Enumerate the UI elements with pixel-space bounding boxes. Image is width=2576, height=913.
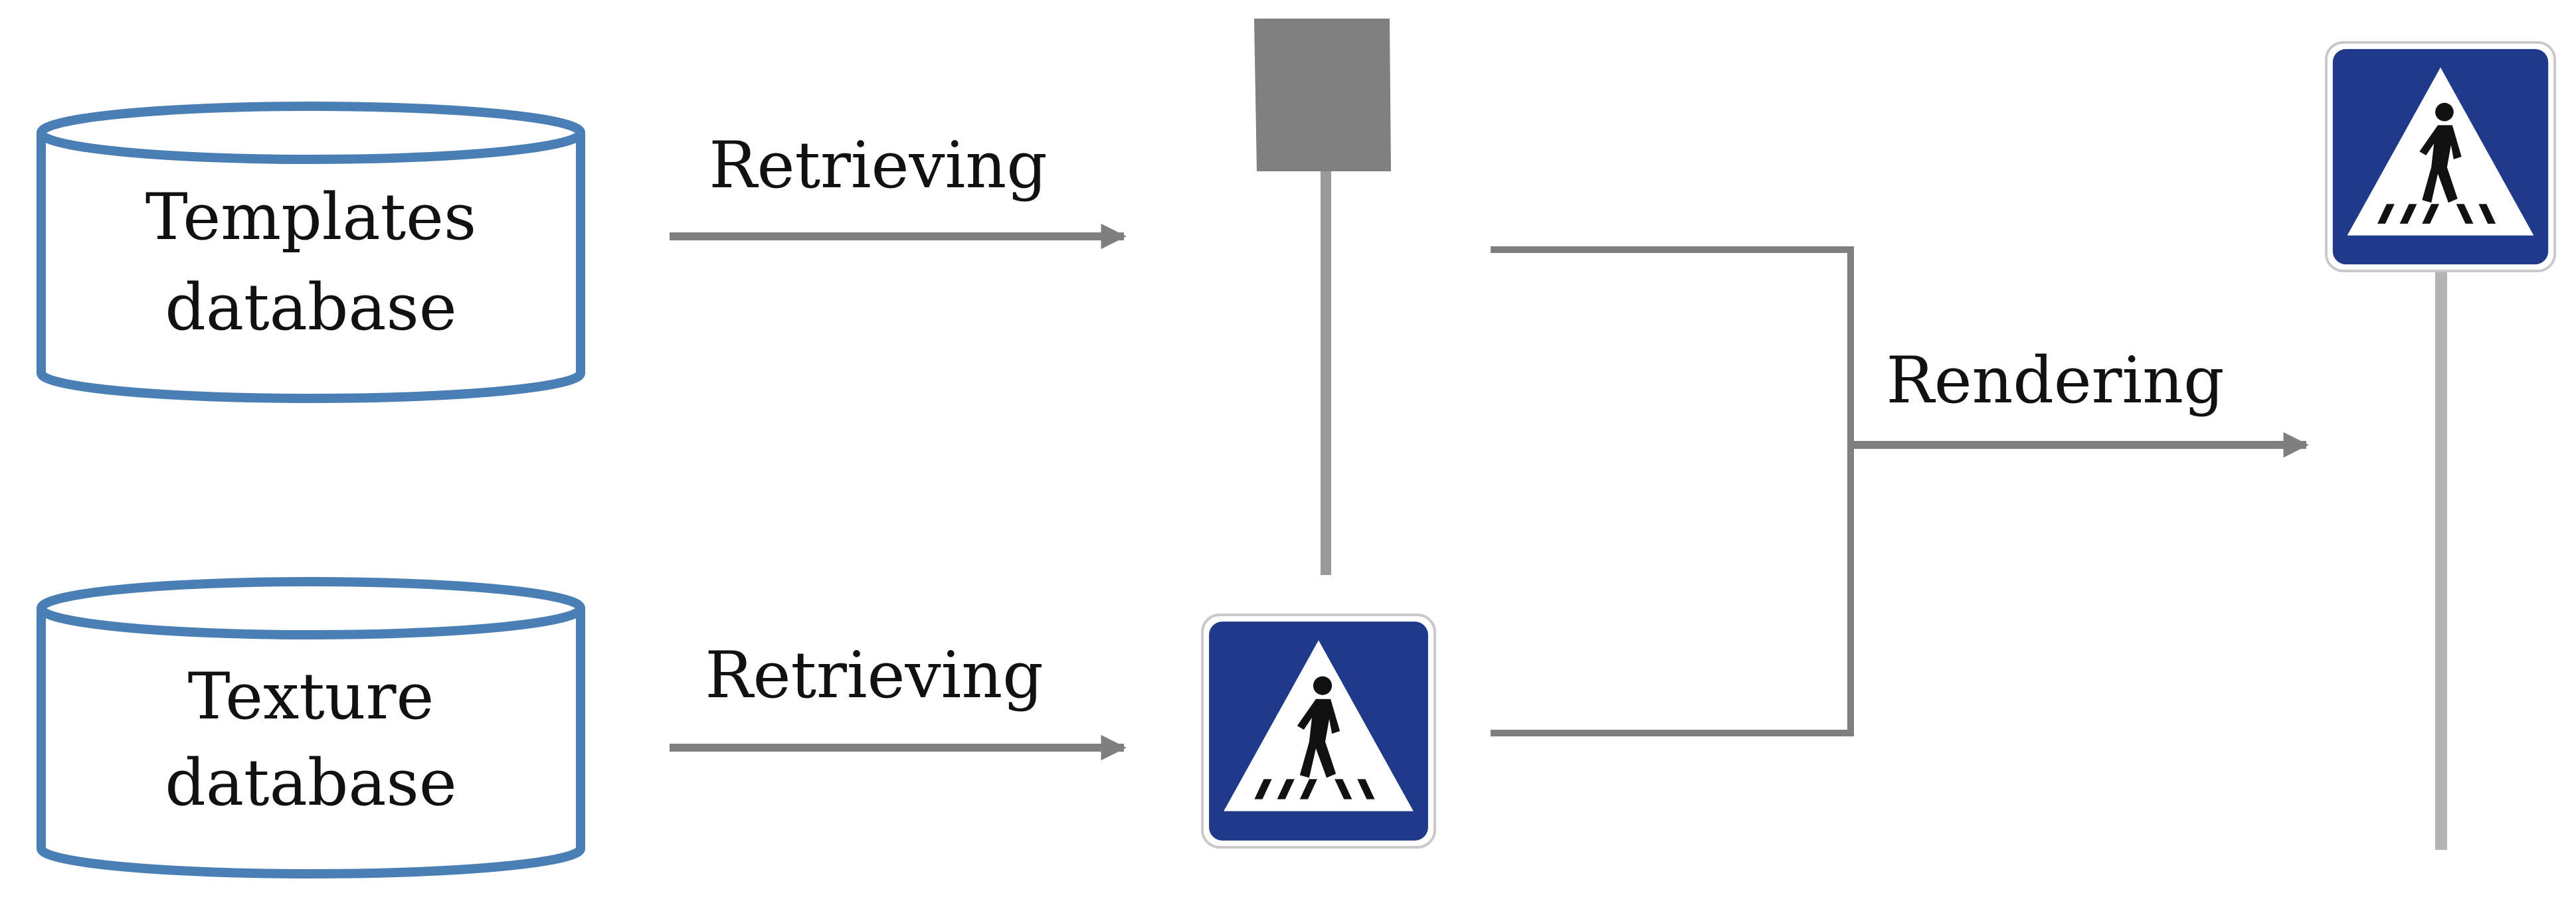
templates-database-cylinder: Templates database [37,102,585,403]
pedestrian-crossing-sign-icon [1202,615,1435,847]
retrieving-arrow-top: Retrieving [670,128,1127,250]
blank-sign-template-icon [1254,19,1391,575]
texture-database-cylinder: Texture database [37,577,585,878]
retrieving-arrow-bottom: Retrieving [670,638,1127,761]
rendering-connector: Rendering [1491,246,2309,736]
rendering-label: Rendering [1886,343,2224,418]
templates-db-label-line2: database [165,270,456,345]
templates-db-label-line1: Templates [145,180,476,254]
rendered-pedestrian-crossing-sign-icon [2324,41,2557,850]
texture-db-label-line1: Texture [188,659,434,734]
texture-db-label-line2: database [165,746,456,820]
retrieving-label-bottom: Retrieving [705,638,1043,712]
retrieving-label-top: Retrieving [709,128,1047,203]
